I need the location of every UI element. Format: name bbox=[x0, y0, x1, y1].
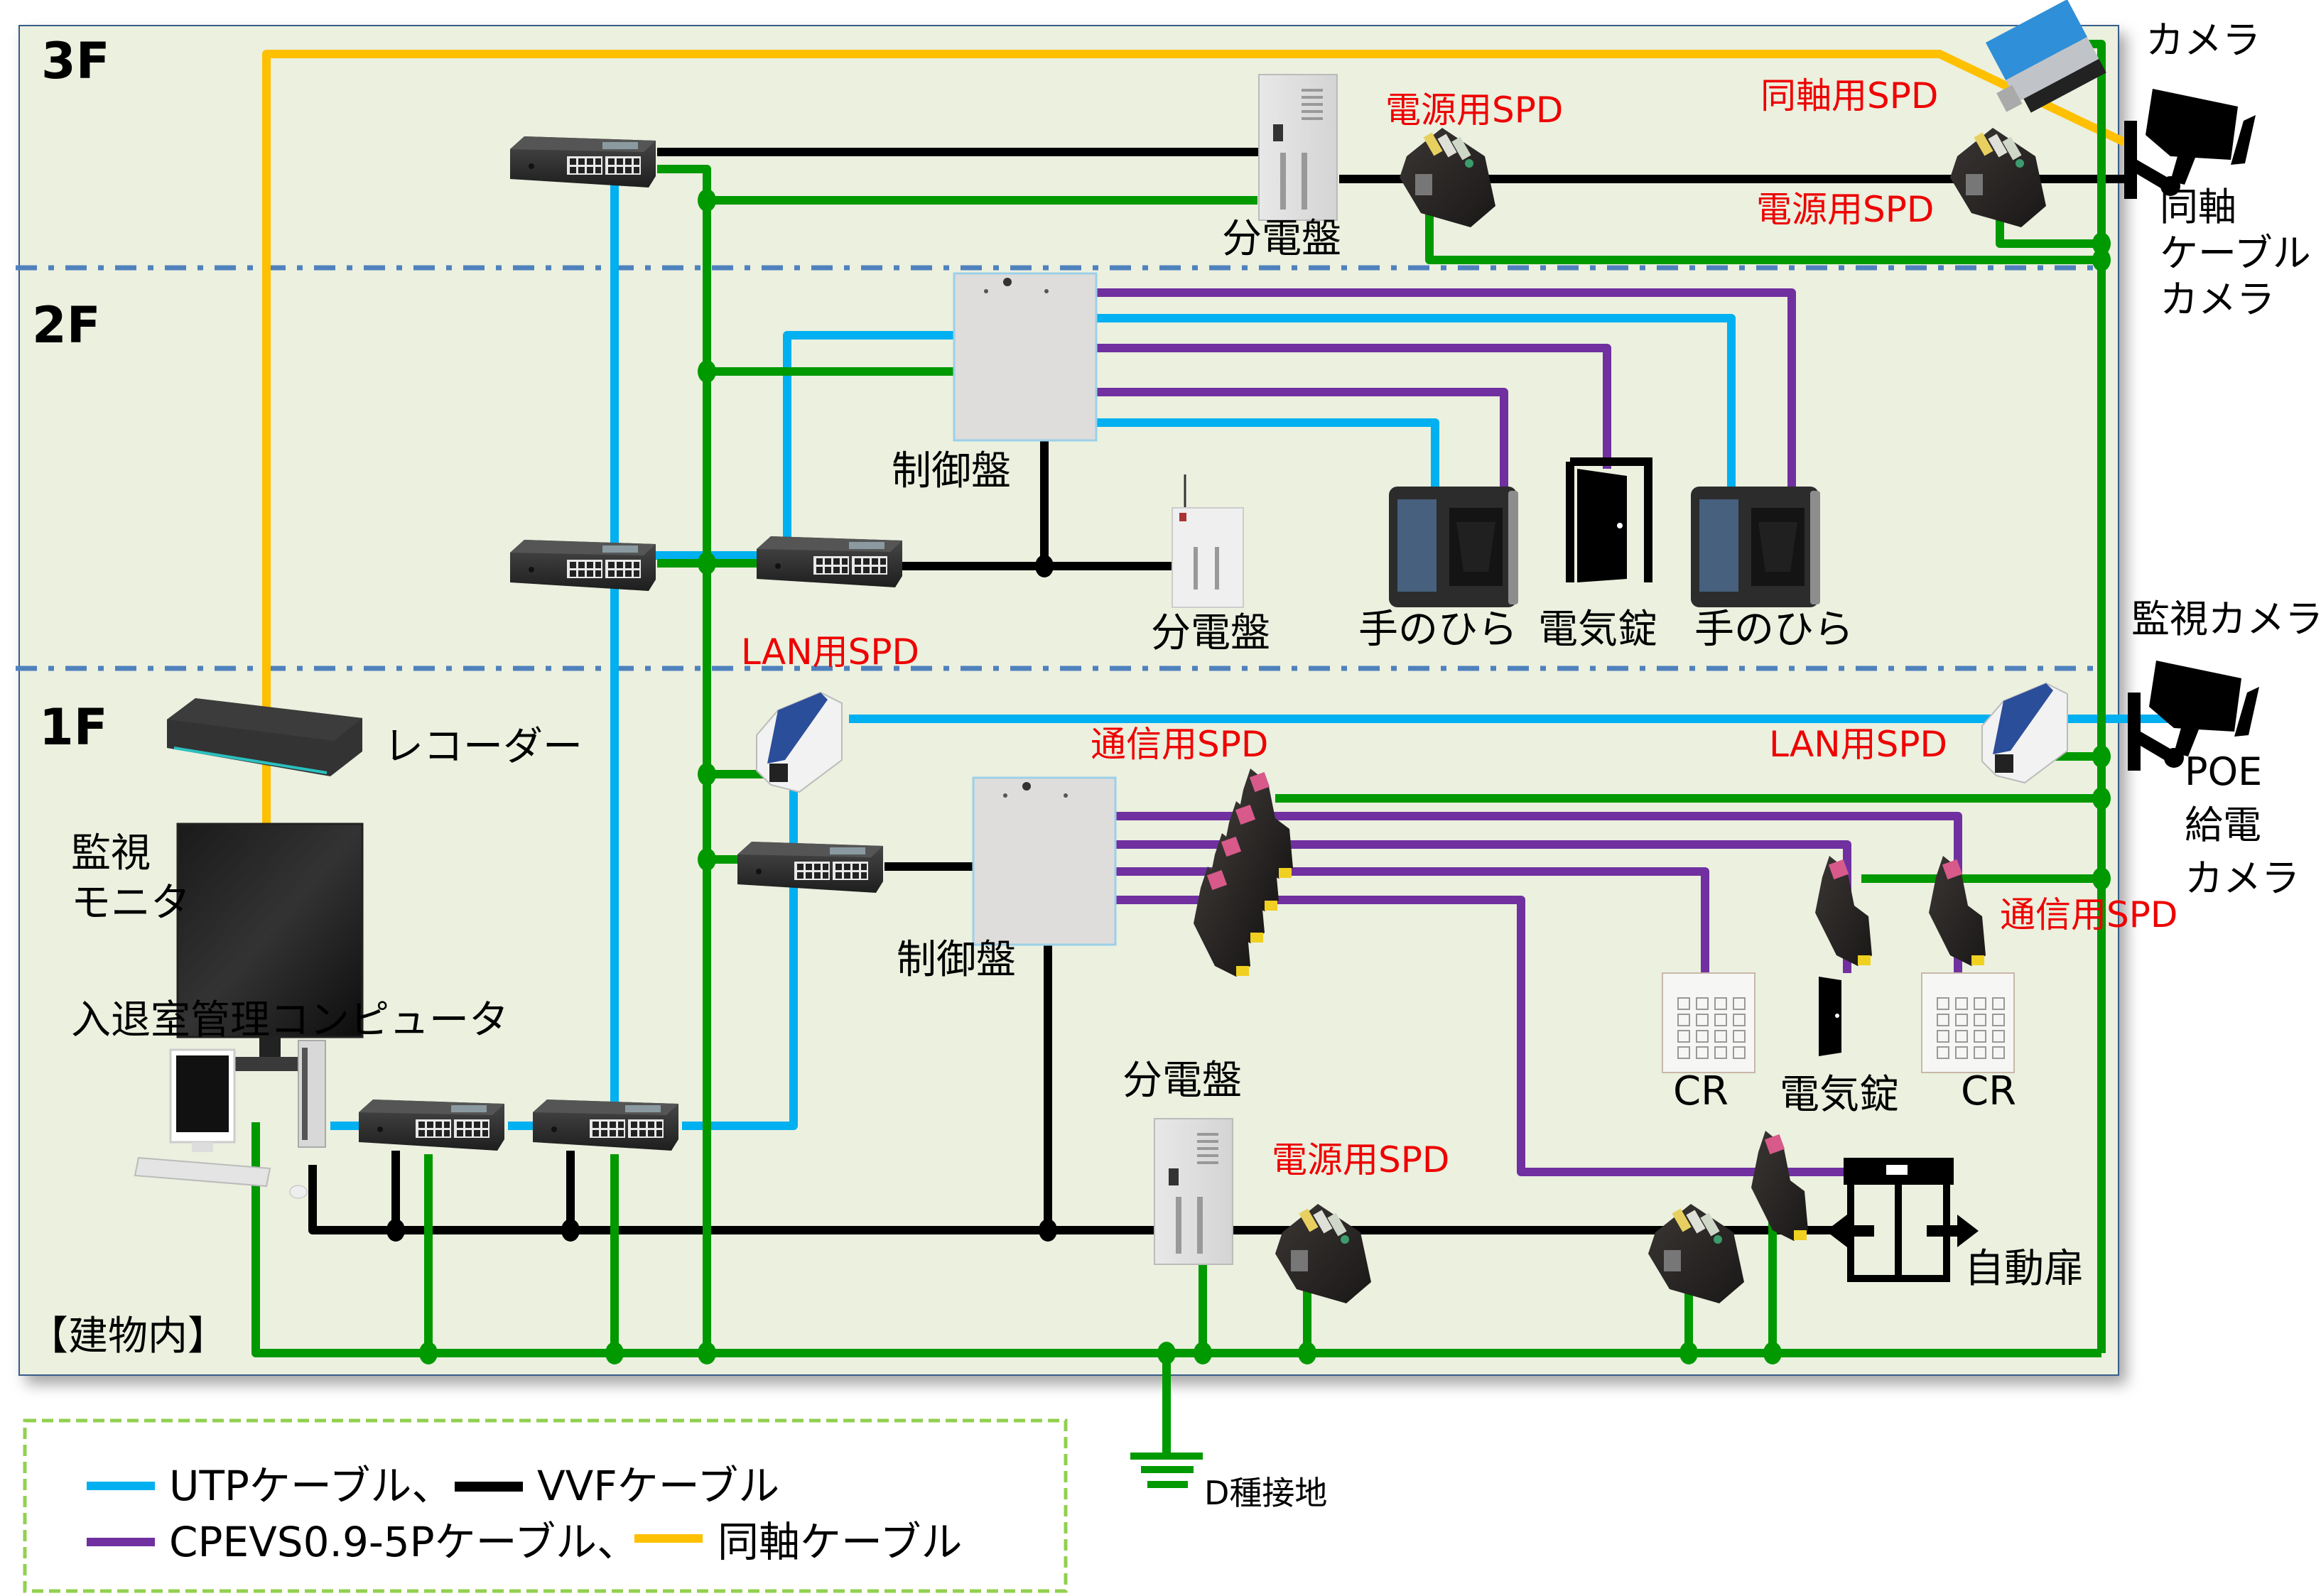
building-label: 【建物内】 bbox=[28, 1313, 227, 1359]
legend-box bbox=[23, 1418, 1068, 1593]
label-monitor-1: 監視 bbox=[71, 830, 151, 876]
label-poe-camera-2: 給電 bbox=[2185, 803, 2261, 847]
network-switch-1f-backbone bbox=[533, 1100, 678, 1151]
control-panel-1f bbox=[972, 776, 1117, 946]
label-surveillance-camera: 監視カメラ bbox=[2131, 597, 2321, 641]
legend-item-utp: UTPケーブル、 bbox=[87, 1462, 453, 1510]
coax-camera-icon bbox=[2124, 89, 2256, 199]
label-access-pc: 入退室管理コンピュータ bbox=[71, 997, 509, 1043]
distribution-board-2f bbox=[1172, 474, 1244, 608]
utp-ctrl-to-palm-right bbox=[1096, 314, 1736, 497]
floor-label-2f: 2F bbox=[32, 296, 101, 354]
floor-label-1f: 1F bbox=[39, 698, 108, 756]
legend-label-cpevs: CPEVS0.9-5Pケーブル、 bbox=[169, 1518, 638, 1566]
auto-door-icon bbox=[1826, 1158, 1979, 1282]
utp-ctrl-to-palm-left bbox=[1096, 418, 1439, 497]
cpevs-cr-left bbox=[1094, 867, 1709, 973]
utp-lan-spd-to-switch bbox=[682, 774, 798, 1130]
label-1f-comm-spd: 通信用SPD bbox=[1091, 724, 1268, 765]
vvf-1f-power-bus bbox=[308, 920, 1847, 1234]
floor-label-3f: 3F bbox=[41, 32, 110, 90]
distribution-board-1f bbox=[1154, 1118, 1233, 1265]
legend-label-utp: UTPケーブル、 bbox=[169, 1462, 453, 1510]
ground-symbol-icon bbox=[1130, 1453, 1203, 1488]
control-panel-2f bbox=[953, 272, 1098, 442]
label-coax-camera-2: ケーブル bbox=[2160, 231, 2311, 276]
access-control-pc bbox=[134, 1040, 326, 1199]
card-reader-left bbox=[1662, 972, 1755, 1073]
label-2f-palm-left: 手のひら bbox=[1358, 607, 1517, 653]
distribution-board-3f bbox=[1258, 74, 1338, 221]
label-3f-power-spd-left: 電源用SPD bbox=[1385, 89, 1563, 131]
label-coax-camera-1: 同軸 bbox=[2160, 185, 2236, 229]
label-3f-power-spd-right: 電源用SPD bbox=[1756, 189, 1934, 230]
legend-swatch-vvf bbox=[455, 1482, 523, 1492]
label-1f-power-spd: 電源用SPD bbox=[1272, 1139, 1449, 1180]
vvf-junctions bbox=[386, 555, 1057, 1242]
cpevs-auto-door bbox=[1094, 896, 1847, 1176]
label-3f-distribution-board: 分電盤 bbox=[1222, 216, 1341, 262]
label-1f-distribution-board: 分電盤 bbox=[1122, 1058, 1242, 1104]
label-1f-control-panel: 制御盤 bbox=[897, 937, 1016, 983]
electric-lock-door-2f bbox=[1566, 457, 1652, 582]
cpevs-palm-left bbox=[1096, 388, 1508, 497]
label-monitor-2: モニタ bbox=[71, 880, 190, 926]
label-2f-control-panel: 制御盤 bbox=[892, 448, 1011, 494]
ground-vertical-main bbox=[657, 165, 711, 1353]
label-poe-camera-3: カメラ bbox=[2185, 856, 2300, 901]
label-camera-top: カメラ bbox=[2146, 18, 2261, 63]
label-auto-door: 自動扉 bbox=[1964, 1246, 2084, 1292]
network-switch-1f-pc bbox=[359, 1100, 504, 1151]
legend-item-coax: 同軸ケーブル bbox=[634, 1518, 963, 1566]
cpevs-electric-lock-2f bbox=[1096, 344, 1611, 469]
ground-1f-spds bbox=[1199, 1193, 1777, 1353]
ground-3f-camera-spd bbox=[1996, 213, 2101, 248]
ground-1f-switches bbox=[424, 1154, 619, 1353]
recorder bbox=[167, 698, 362, 776]
label-poe-camera-1: POE bbox=[2185, 749, 2262, 794]
utp-2f-to-ctrl bbox=[783, 331, 956, 561]
palm-reader-right bbox=[1691, 487, 1820, 607]
label-2f-distribution-board: 分電盤 bbox=[1151, 610, 1270, 656]
label-2f-palm-right: 手のひら bbox=[1694, 607, 1854, 653]
label-2f-lan-spd: LAN用SPD bbox=[741, 631, 919, 673]
label-coax-spd: 同軸用SPD bbox=[1760, 75, 1938, 116]
palm-reader-left bbox=[1389, 487, 1518, 607]
label-1f-cr-left: CR bbox=[1673, 1068, 1728, 1114]
legend-label-coax: 同軸ケーブル bbox=[718, 1518, 963, 1566]
legend-item-cpevs: CPEVS0.9-5Pケーブル、 bbox=[87, 1518, 638, 1566]
label-2f-electric-lock: 電気錠 bbox=[1538, 607, 1657, 653]
label-1f-electric-lock: 電気錠 bbox=[1780, 1072, 1899, 1118]
ground-bus-bottom bbox=[251, 1122, 2101, 1357]
label-1f-cr-right: CR bbox=[1961, 1068, 2016, 1114]
card-reader-right bbox=[1921, 972, 2015, 1073]
network-switch-2f-left bbox=[510, 540, 656, 591]
ground-3f-power-spd bbox=[1425, 206, 2101, 264]
legend-label-vvf: VVFケーブル bbox=[537, 1462, 779, 1510]
network-switch-2f-right bbox=[757, 536, 902, 587]
legend-item-vvf: VVFケーブル bbox=[455, 1462, 779, 1510]
label-1f-lan-spd-right: LAN用SPD bbox=[1769, 724, 1947, 765]
label-grounding: D種接地 bbox=[1204, 1474, 1327, 1512]
electric-lock-door-1f bbox=[1819, 977, 1841, 1056]
cpevs-palm-right bbox=[1096, 288, 1796, 497]
network-switch-1f-ctrl bbox=[737, 842, 883, 893]
legend-swatch-utp bbox=[87, 1482, 155, 1490]
coax-spd bbox=[1986, 0, 2106, 113]
ground-junctions bbox=[419, 189, 2111, 1364]
label-1f-comm-spd-right: 通信用SPD bbox=[2000, 894, 2177, 935]
label-recorder: レコーダー bbox=[384, 724, 583, 770]
legend-swatch-cpevs bbox=[87, 1538, 155, 1546]
label-coax-camera-3: カメラ bbox=[2160, 277, 2275, 322]
network-switch-3f bbox=[510, 136, 656, 188]
legend-swatch-coax bbox=[634, 1534, 703, 1543]
surveillance-monitor bbox=[176, 823, 364, 1071]
